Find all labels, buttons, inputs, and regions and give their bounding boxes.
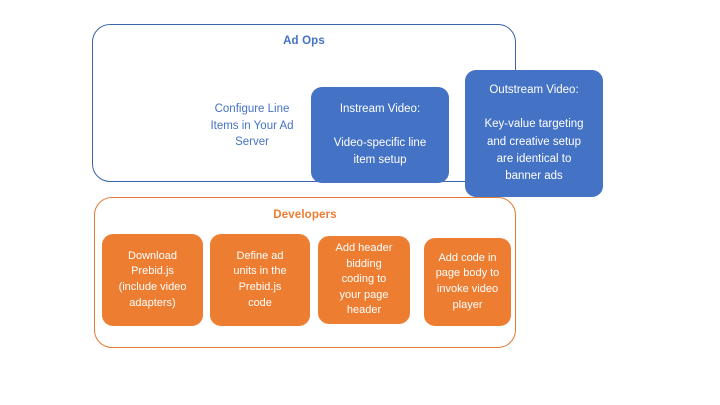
card-download-prebid-label: Download Prebid.js (include video adapte…	[118, 249, 187, 309]
group-ad-ops: Ad Ops Configure Line Items in Your Ad S…	[92, 24, 603, 197]
card-define-ad-units-label: Define ad units in the Prebid.js code	[233, 249, 287, 309]
text-block-configure-line-items: Configure Line Items in Your Ad Server	[197, 95, 307, 157]
card-download-prebid: Download Prebid.js (include video adapte…	[102, 234, 203, 326]
group-ad-ops-title: Ad Ops	[283, 35, 325, 47]
card-instream-video-label: Instream Video: Video-specific line item…	[333, 102, 427, 167]
card-add-code-page-body-label: Add code in page body to invoke video pl…	[435, 251, 500, 311]
card-add-header-bidding-code-label: Add header bidding coding to your page h…	[335, 241, 393, 317]
card-instream-video: Instream Video: Video-specific line item…	[311, 87, 449, 183]
card-outstream-video-label: Outstream Video: Key-value targeting and…	[484, 83, 584, 182]
card-outstream-video: Outstream Video: Key-value targeting and…	[465, 70, 603, 197]
card-add-code-page-body: Add code in page body to invoke video pl…	[424, 238, 511, 326]
text-block-configure-line-items-label: Configure Line Items in Your Ad Server	[210, 102, 294, 149]
card-add-header-bidding-code: Add header bidding coding to your page h…	[318, 236, 410, 324]
group-developers-title: Developers	[273, 209, 337, 221]
card-define-ad-units: Define ad units in the Prebid.js code	[210, 234, 310, 326]
